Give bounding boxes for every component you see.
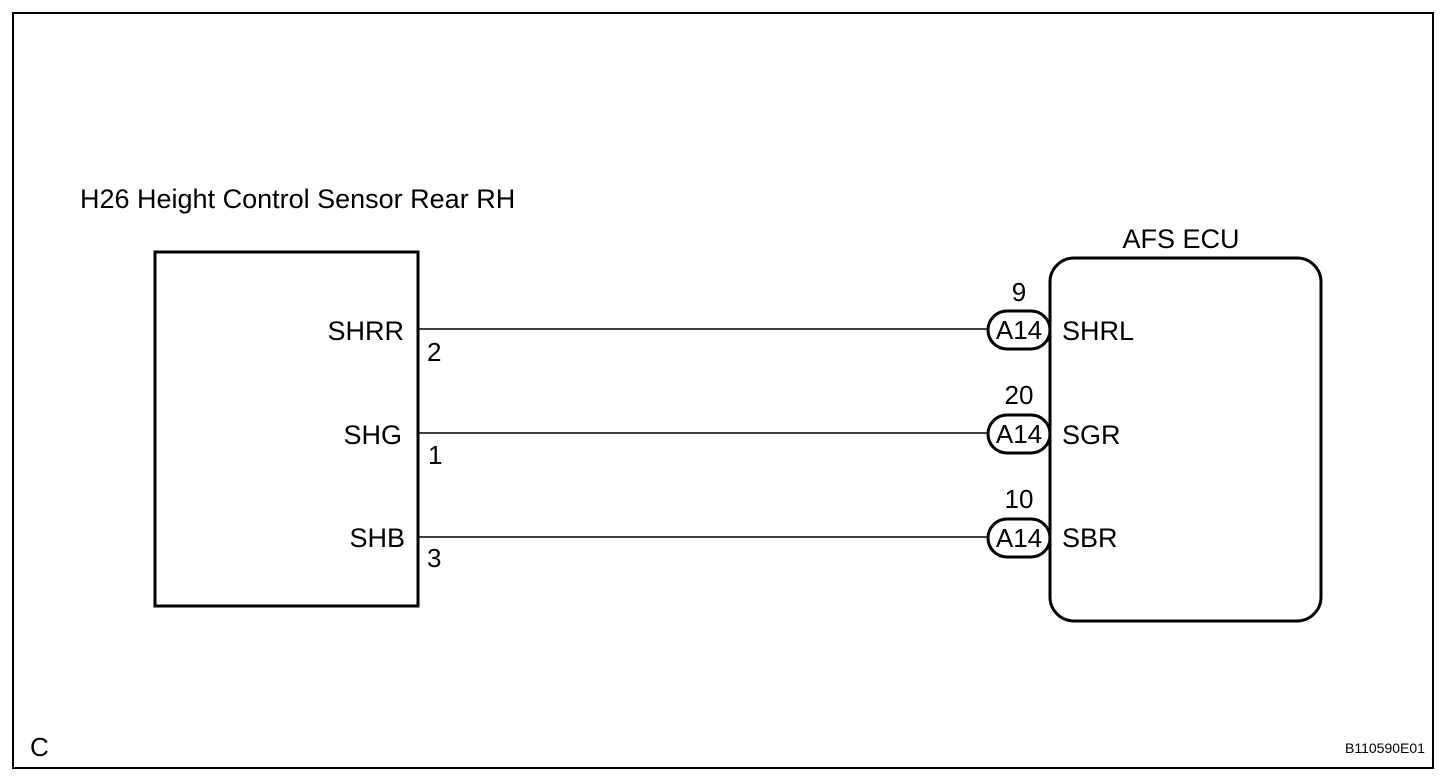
ecu-pin-number: 10 — [1005, 484, 1034, 514]
sensor-terminal-name: SHG — [343, 420, 402, 450]
sensor-terminal-name: SHRR — [327, 316, 404, 346]
figure-code: B110590E01 — [1345, 740, 1425, 756]
connector-oval — [986, 517, 1052, 559]
sensor-terminal-name: SHB — [349, 523, 405, 553]
diagram-frame — [12, 12, 1434, 769]
connector-code: A14 — [996, 315, 1042, 345]
sensor-pin-number: 2 — [427, 337, 441, 367]
ecu-terminal-name: SBR — [1062, 523, 1118, 553]
ecu-terminal-name: SHRL — [1062, 316, 1134, 346]
sensor-box — [153, 250, 420, 608]
connector-oval — [986, 413, 1052, 455]
wire-row: SHG 1 20 A14 SGR — [343, 380, 1120, 470]
ecu-label: AFS ECU — [1122, 224, 1239, 254]
connector-code: A14 — [996, 523, 1042, 553]
sensor-pin-number: 3 — [427, 543, 441, 573]
wire-row: SHRR 2 9 A14 SHRL — [327, 277, 1134, 367]
wire-row: SHB 3 10 A14 SBR — [349, 484, 1117, 573]
ecu-terminal-name: SGR — [1062, 420, 1121, 450]
ecu-pin-number: 9 — [1012, 277, 1026, 307]
corner-letter: C — [30, 732, 49, 762]
connector-oval — [986, 309, 1052, 351]
sensor-pin-number: 1 — [428, 440, 442, 470]
connector-code: A14 — [996, 419, 1042, 449]
ecu-pin-number: 20 — [1005, 380, 1034, 410]
sensor-label: H26 Height Control Sensor Rear RH — [80, 184, 515, 214]
